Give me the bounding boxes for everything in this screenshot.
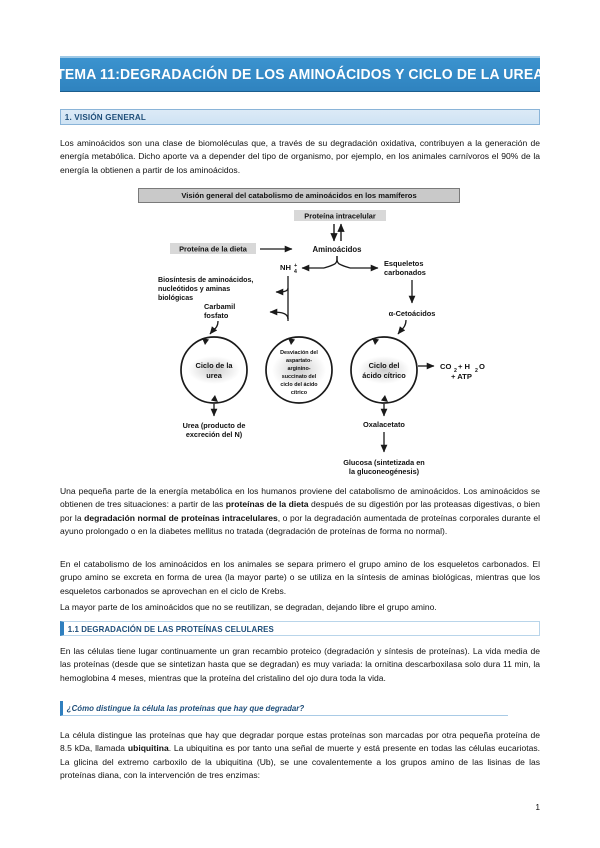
paragraph-2-part-a: Una pequeña parte de la energía metabóli… (60, 486, 540, 510)
figure-caption-box: Visión general del catabolismo de aminoá… (138, 188, 460, 203)
svg-text:Urea (producto de: Urea (producto de (183, 421, 246, 430)
question-heading-label: ¿Cómo distingue la célula las proteínas … (66, 703, 305, 713)
svg-text:urea: urea (206, 371, 223, 380)
paragraph-2-bold-intracellular-degradation: degradación normal de proteínas intracel… (84, 512, 278, 523)
svg-text:Ciclo de la: Ciclo de la (196, 361, 234, 370)
svg-text:Esqueletos: Esqueletos (384, 259, 423, 268)
paragraph-5: En las células tiene lugar continuamente… (60, 646, 540, 683)
svg-text:succinato del: succinato del (282, 374, 317, 380)
svg-text:+: + (294, 263, 298, 269)
section-heading-overview-label: 1. VISIÓN GENERAL (64, 112, 147, 122)
svg-text:4: 4 (294, 269, 297, 275)
svg-text:+ H: + H (458, 362, 470, 371)
svg-text:Carbamil: Carbamil (204, 302, 235, 311)
svg-text:ciclo del ácido: ciclo del ácido (280, 382, 318, 388)
svg-text:cítrico: cítrico (291, 390, 308, 396)
paragraph-4: La mayor parte de los aminoácidos que no… (60, 602, 437, 612)
document-title-banner: TEMA 11:DEGRADACIÓN DE LOS AMINOÁCIDOS Y… (56, 56, 544, 92)
svg-text:la gluconeogénesis): la gluconeogénesis) (349, 467, 420, 476)
paragraph-2-part-d: , o por la degradación aumentada de prot… (60, 512, 540, 537)
svg-text:2: 2 (454, 368, 457, 374)
svg-text:Desviación del: Desviación del (280, 350, 318, 356)
paragraph-2-part-c: después de su digestión por las proteasa… (60, 499, 540, 523)
svg-text:CO: CO (440, 362, 451, 371)
document-title: TEMA 11:DEGRADACIÓN DE LOS AMINOÁCIDOS Y… (56, 66, 544, 83)
svg-text:biológicas: biológicas (158, 294, 193, 302)
svg-text:Biosíntesis de aminoácidos,: Biosíntesis de aminoácidos, (158, 276, 253, 284)
paragraph-2: Una pequeña parte de la energía metabóli… (60, 485, 540, 539)
section-heading-overview: 1. VISIÓN GENERAL (60, 109, 540, 125)
figure-amino-acid-catabolism: Visión general del catabolismo de aminoá… (110, 188, 490, 488)
svg-text:arginino-: arginino- (287, 366, 310, 372)
paragraph-3: En el catabolismo de los aminoácidos en … (60, 559, 540, 596)
svg-text:Proteína de la dieta: Proteína de la dieta (179, 245, 248, 254)
section-heading-protein-degradation-label: 1.1 DEGRADACIÓN DE LAS PROTEÍNAS CELULAR… (67, 623, 274, 634)
question-heading: ¿Cómo distingue la célula las proteínas … (60, 701, 508, 716)
paragraph-6-part-c: . La ubiquitina es por tanto una señal d… (60, 743, 540, 781)
paragraph-2-bold-diet-proteins: proteínas de la dieta (225, 499, 309, 510)
svg-text:fosfato: fosfato (204, 311, 229, 320)
paragraph-6-part-a: La célula distingue las proteínas que ha… (60, 730, 540, 754)
svg-text:+ ATP: + ATP (451, 372, 472, 381)
figure-caption: Visión general del catabolismo de aminoá… (181, 191, 417, 200)
svg-text:2: 2 (475, 368, 478, 374)
paragraph-1: Los aminoácidos son una clase de biomolé… (60, 138, 540, 175)
svg-text:O: O (479, 362, 485, 371)
figure-diagram: Proteína intracelular Proteína de la die… (158, 210, 485, 476)
svg-text:Aminoácidos: Aminoácidos (313, 245, 363, 254)
svg-text:nucleótidos y aminas: nucleótidos y aminas (158, 285, 230, 293)
page-number: 1 (535, 802, 540, 812)
svg-text:Glucosa (sintetizada en: Glucosa (sintetizada en (343, 458, 425, 467)
svg-text:carbonados: carbonados (384, 268, 426, 277)
svg-text:ácido cítrico: ácido cítrico (362, 371, 406, 380)
svg-text:aspartato-: aspartato- (286, 358, 312, 364)
svg-text:excreción del N): excreción del N) (186, 430, 243, 439)
paragraph-6: La célula distingue las proteínas que ha… (60, 729, 540, 783)
svg-text:Ciclo del: Ciclo del (369, 361, 400, 370)
svg-text:NH: NH (280, 263, 291, 272)
section-heading-protein-degradation: 1.1 DEGRADACIÓN DE LAS PROTEÍNAS CELULAR… (60, 621, 540, 636)
svg-text:Proteína intracelular: Proteína intracelular (304, 212, 376, 221)
paragraph-6-bold-ubiquitin: ubiquitina (127, 743, 169, 754)
svg-text:α-Cetoácidos: α-Cetoácidos (389, 309, 436, 318)
svg-text:Oxalacetato: Oxalacetato (363, 420, 405, 429)
